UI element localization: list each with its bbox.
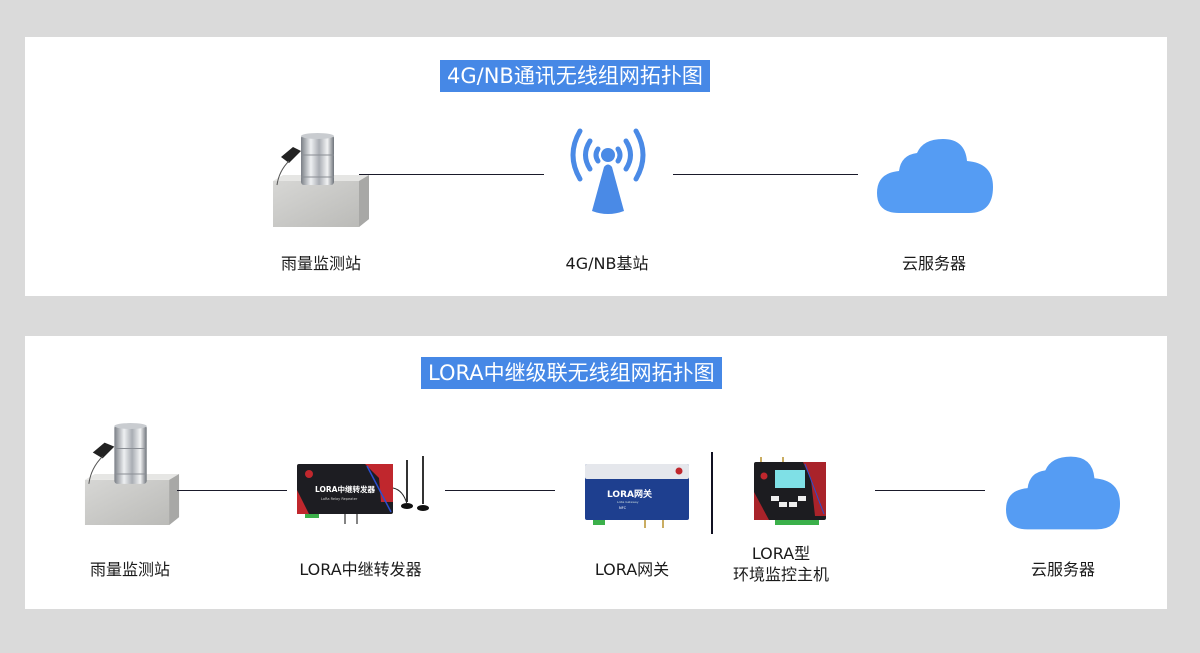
rain-gauge-station-image: [271, 133, 371, 229]
rain-gauge-station-image: [83, 422, 181, 528]
device-text: LORA中继转发器: [315, 484, 375, 494]
topology-panel-lora: LORA中继级联无线组网拓扑图 雨量监测站: [25, 336, 1167, 609]
node-label-env-host-line1: LORA型: [751, 544, 811, 563]
node-label-cloud: 云服务器: [901, 254, 966, 273]
connector-line: [445, 490, 555, 491]
env-monitor-host-device-image: [753, 456, 827, 530]
connector-line: [875, 490, 985, 491]
svg-text:LoRa Gateway: LoRa Gateway: [617, 500, 639, 504]
connector-line: [359, 174, 544, 175]
svg-text:LoRa Relay Repeater: LoRa Relay Repeater: [321, 497, 358, 501]
node-label-base-station: 4G/NB基站: [565, 254, 649, 273]
device-text: LORA网关: [607, 488, 652, 500]
diagram-title: 4G/NB通讯无线组网拓扑图: [440, 60, 710, 92]
cloud-icon: [1006, 456, 1120, 530]
diagram-title: LORA中继级联无线组网拓扑图: [421, 357, 722, 389]
connector-line: [673, 174, 858, 175]
antenna-tower-icon: [566, 125, 650, 217]
topology-panel-4g-nb: 4G/NB通讯无线组网拓扑图 雨量监测站: [25, 37, 1167, 296]
connector-line: [177, 490, 287, 491]
lora-repeater-device-image: LORA中继转发器 LoRa Relay Repeater: [295, 454, 445, 526]
node-label-lora-gateway: LORA网关: [594, 560, 670, 579]
node-label-rain-station: 雨量监测站: [89, 560, 170, 579]
node-label-lora-repeater: LORA中继转发器: [299, 560, 422, 579]
lora-gateway-device-image: LORA网关 LoRa Gateway NFC: [583, 462, 691, 528]
svg-text:NFC: NFC: [619, 506, 627, 510]
node-label-cloud: 云服务器: [1030, 560, 1095, 579]
divider-line: [711, 452, 713, 534]
node-label-rain-station: 雨量监测站: [280, 254, 361, 273]
node-label-env-host-line2: 环境监控主机: [732, 565, 829, 584]
cloud-icon: [877, 139, 993, 213]
